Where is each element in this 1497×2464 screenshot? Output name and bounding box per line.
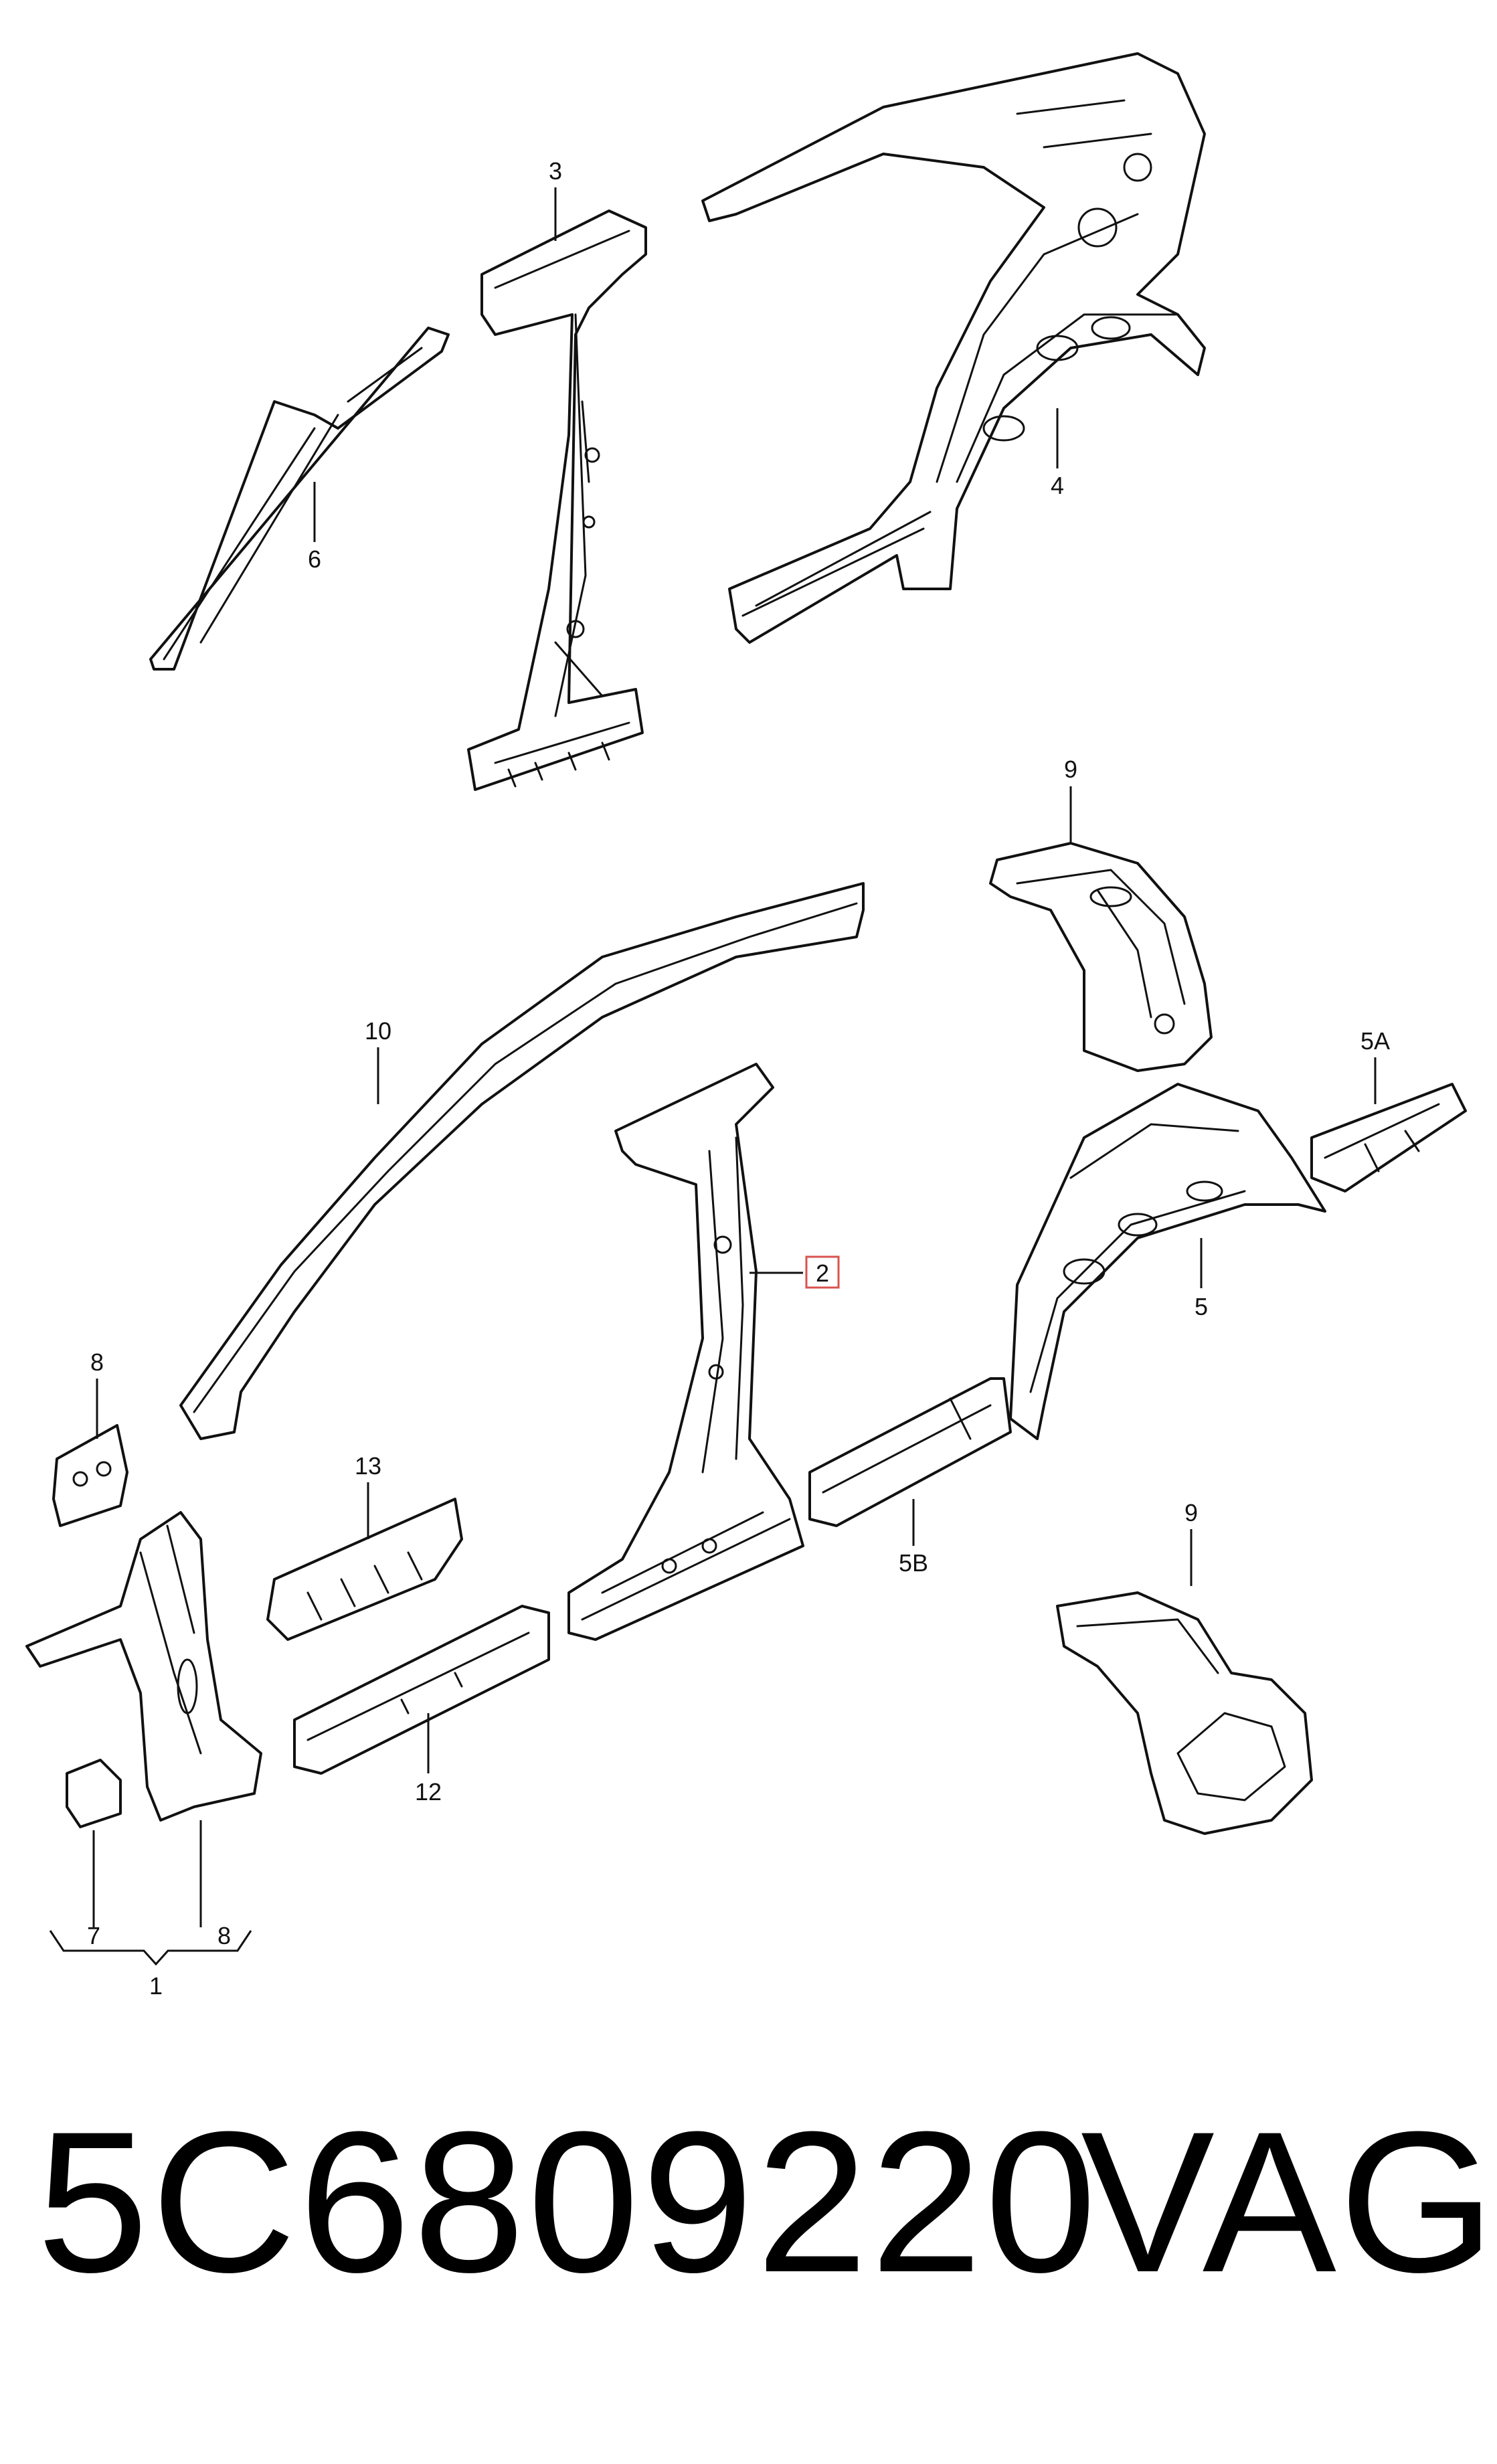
part-5-wheel-arch: [1009, 1083, 1326, 1440]
part-13-reinforcement: [266, 1498, 463, 1641]
callout-1: 1: [149, 1972, 163, 2000]
callout-9-upper: 9: [1064, 756, 1077, 783]
part-9-wheel-arch-upper: [989, 842, 1213, 1072]
part-4-quarter-inner: [701, 52, 1206, 644]
callout-7: 7: [87, 1922, 100, 1949]
callout-6: 6: [308, 545, 321, 573]
brand-label: VAG: [1081, 2089, 1497, 2314]
callout-10: 10: [365, 1017, 391, 1045]
callout-5b: 5B: [899, 1549, 928, 1577]
callout-13: 13: [355, 1452, 381, 1480]
leader-lines: [49, 187, 1377, 1966]
part-12-sill: [293, 1605, 550, 1775]
callout-3: 3: [549, 157, 562, 185]
callout-2[interactable]: 2: [816, 1259, 829, 1287]
callout-5: 5: [1195, 1293, 1208, 1320]
callout-5a: 5A: [1360, 1027, 1390, 1055]
part-2-b-pillar-reinforcement: [567, 1063, 804, 1641]
callout-8-lower: 8: [217, 1922, 231, 1949]
part-3-b-pillar: [467, 209, 647, 791]
callout-8-upper: 8: [90, 1348, 104, 1376]
part-8-small-bracket: [52, 1424, 128, 1527]
part-6-a-pillar-upper: [149, 327, 450, 671]
part-10-roof-rail: [179, 882, 865, 1440]
callout-12: 12: [415, 1778, 442, 1806]
part-5a-bracket: [1310, 1083, 1467, 1193]
part-number-label: 5C6809220: [37, 2089, 1099, 2314]
callout-2-highlight: [805, 1255, 840, 1289]
part-7-block: [66, 1759, 122, 1828]
callout-9-lower: 9: [1184, 1499, 1198, 1526]
part-1-a-pillar-lower: [25, 1511, 262, 1822]
part-5b-sill-extension: [808, 1377, 1012, 1527]
part-9-wheel-arch-lower: [1056, 1591, 1313, 1835]
callout-4: 4: [1051, 472, 1064, 499]
